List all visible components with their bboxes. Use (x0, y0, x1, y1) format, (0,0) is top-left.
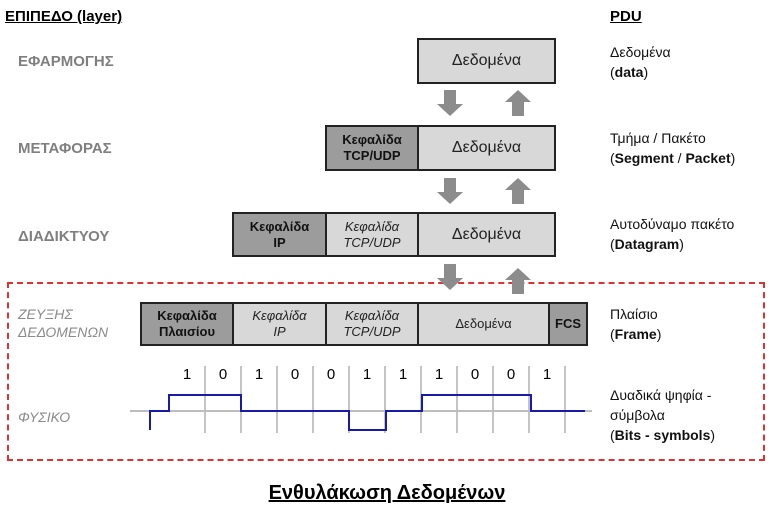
tcp-header-line1: Κεφαλίδα (342, 132, 402, 147)
pdu-application-text: Δεδομένα (610, 44, 671, 60)
layer-transport: ΜΕΤΑΦΟΡΑΣ (18, 140, 112, 157)
pdu-transport-text: Τμήμα / Πακέτο (610, 130, 706, 146)
frame-header-line2: Πλαισίου (158, 324, 216, 339)
pdu-link-text: Πλαίσιο (610, 306, 658, 322)
fcs-box: FCS (548, 302, 588, 346)
tcp-header-line1: Κεφαλίδα (344, 308, 400, 323)
bit-value: 1 (398, 366, 408, 383)
layer-internet: ΔΙΑΔΙΚΤΥΟΥ (18, 228, 110, 245)
pdu-link-en: Frame (614, 326, 657, 342)
bit-value: 1 (182, 366, 192, 383)
pdu-column-title: PDU (610, 8, 642, 25)
layer-link-line1: ΖΕΥΞΗΣ (18, 306, 73, 322)
pdu-transport-en1: Segment (614, 150, 674, 166)
up-arrow-icon (505, 268, 531, 294)
down-arrow-icon (437, 178, 463, 204)
layer-link-line2: ΔΕΔΟΜΕΝΩΝ (18, 324, 109, 340)
tcp-header-line2: TCP/UDP (343, 324, 401, 339)
ip-header-line2: IP (273, 324, 286, 339)
transport-data-box: Δεδομένα (417, 125, 556, 171)
bit-value: 0 (218, 366, 228, 383)
pdu-internet-en: Datagram (614, 236, 680, 252)
bit-value: 1 (434, 366, 444, 383)
bit-value: 0 (506, 366, 516, 383)
diagram-title: Ενθυλάκωση Δεδομένων (268, 482, 506, 504)
internet-data-box: Δεδομένα (417, 212, 556, 257)
pdu-transport: Τμήμα / Πακέτο(Segment / Packet) (610, 130, 736, 166)
tcp-header-line2: TCP/UDP (343, 148, 401, 163)
bit-value: 0 (326, 366, 336, 383)
link-data-box: Δεδομένα (417, 302, 550, 346)
bit-value: 1 (542, 366, 552, 383)
signal-waveform (149, 394, 585, 431)
layer-column-title: ΕΠΙΠΕΔΟ (layer) (5, 8, 123, 25)
pdu-link: Πλαίσιο(Frame) (610, 306, 662, 342)
pdu-physical: Δυαδικά ψηφία -σύμβολα(Bits - symbols) (610, 387, 716, 443)
bit-value: 0 (290, 366, 300, 383)
link-physical-dashed-frame (7, 282, 765, 461)
layer-application: ΕΦΑΡΜΟΓΗΣ (18, 53, 114, 70)
pdu-physical-en: Bits - symbols (614, 427, 711, 443)
up-arrow-icon (505, 178, 531, 204)
ip-header-line2: IP (273, 234, 286, 250)
layer-link: ΖΕΥΞΗΣ ΔΕΔΟΜΕΝΩΝ (18, 305, 108, 341)
pdu-transport-sep: / (673, 150, 686, 166)
ip-header-line1: Κεφαλίδα (249, 218, 310, 234)
tcp-header-line2: TCP/UDP (343, 234, 401, 250)
up-arrow-icon (505, 90, 531, 116)
pdu-transport-en2: Packet (685, 150, 731, 166)
layer-physical: ΦΥΣΙΚΟ (18, 409, 71, 425)
pdu-internet-text: Αυτοδύναμο πακέτο (610, 216, 735, 232)
tcp-header-line1: Κεφαλίδα (344, 218, 400, 234)
down-arrow-icon (437, 264, 463, 290)
pdu-application-en: data (614, 64, 644, 80)
pdu-physical-text2: σύμβολα (610, 407, 665, 423)
bit-value: 1 (254, 366, 264, 383)
bit-value: 1 (362, 366, 372, 383)
frame-header-line1: Κεφαλίδα (157, 308, 217, 323)
ip-header-line1: Κεφαλίδα (252, 308, 307, 323)
down-arrow-icon (437, 90, 463, 116)
pdu-internet: Αυτοδύναμο πακέτο(Datagram) (610, 216, 735, 252)
app-data-box: Δεδομένα (417, 38, 556, 84)
pdu-application: Δεδομένα(data) (610, 44, 671, 80)
bit-value: 0 (470, 366, 480, 383)
pdu-physical-text1: Δυαδικά ψηφία - (610, 387, 712, 403)
